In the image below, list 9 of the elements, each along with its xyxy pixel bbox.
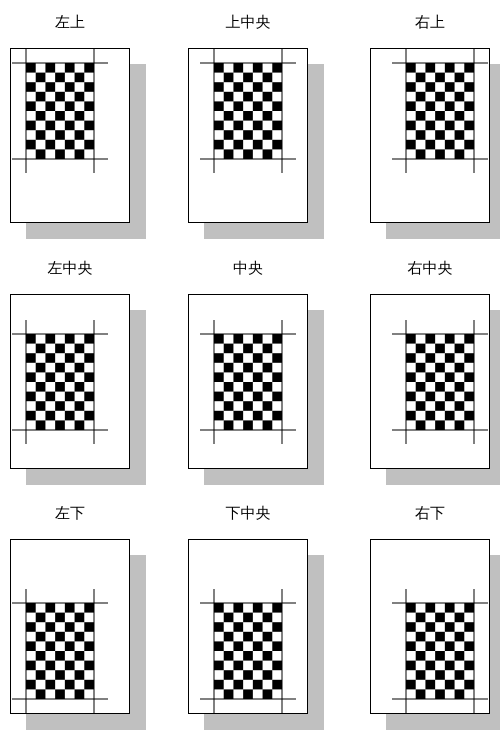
position-label: 右上 [414, 12, 446, 32]
position-label: 上中央 [224, 12, 272, 32]
position-label: 右中央 [406, 258, 454, 278]
position-label: 左下 [54, 503, 86, 523]
position-label: 下中央 [224, 503, 272, 523]
position-label: 右下 [414, 503, 446, 523]
position-label: 中央 [232, 258, 264, 278]
position-label: 左中央 [46, 258, 94, 278]
position-label: 左上 [54, 12, 86, 32]
